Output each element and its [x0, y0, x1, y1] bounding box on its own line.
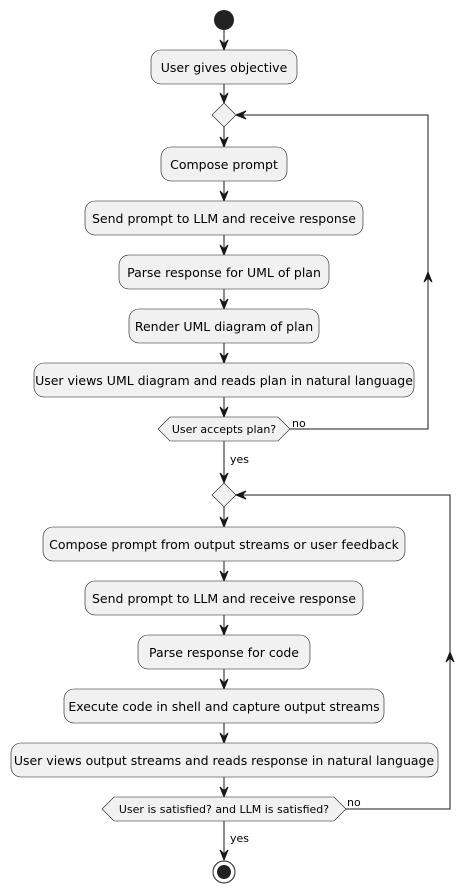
- decision-label: User accepts plan?: [172, 423, 276, 436]
- action-label: Render UML diagram of plan: [135, 319, 313, 334]
- action-compose-from-streams: Compose prompt from output streams or us…: [42, 526, 406, 562]
- action-label: User views UML diagram and reads plan in…: [35, 373, 413, 388]
- decision-is-satisfied: User is satisfied? and LLM is satisfied?: [101, 796, 347, 822]
- merge-node-plan-loop: [211, 102, 237, 128]
- action-user-views-output: User views output streams and reads resp…: [10, 742, 439, 778]
- action-label: Parse response for UML of plan: [127, 265, 321, 280]
- action-user-gives-objective: User gives objective: [150, 49, 298, 85]
- start-node: [214, 10, 234, 30]
- decision-accepts-plan: User accepts plan?: [157, 416, 291, 442]
- action-parse-code: Parse response for code: [137, 634, 311, 670]
- action-parse-uml: Parse response for UML of plan: [118, 254, 330, 290]
- decision-label: User is satisfied? and LLM is satisfied?: [119, 803, 329, 816]
- action-compose-prompt: Compose prompt: [160, 146, 288, 182]
- action-render-uml: Render UML diagram of plan: [128, 308, 320, 344]
- action-label: Compose prompt: [170, 157, 278, 172]
- edge-label-yes-plan: yes: [230, 453, 249, 466]
- edge-label-yes-code: yes: [230, 832, 249, 845]
- end-node: [212, 860, 236, 884]
- action-execute-code: Execute code in shell and capture output…: [63, 688, 385, 724]
- action-label: Parse response for code: [149, 645, 299, 660]
- action-label: Send prompt to LLM and receive response: [92, 591, 356, 606]
- action-label: User gives objective: [161, 60, 288, 75]
- action-send-prompt-plan: Send prompt to LLM and receive response: [84, 200, 364, 236]
- edge-label-no-plan: no: [292, 417, 306, 430]
- arrowheads: [219, 39, 455, 862]
- action-user-views-uml: User views UML diagram and reads plan in…: [33, 362, 415, 398]
- action-send-prompt-code: Send prompt to LLM and receive response: [84, 580, 364, 616]
- edge-label-no-code: no: [347, 796, 361, 809]
- action-label: Compose prompt from output streams or us…: [49, 537, 399, 552]
- action-label: Send prompt to LLM and receive response: [92, 211, 356, 226]
- merge-node-code-loop: [211, 482, 237, 508]
- action-label: Execute code in shell and capture output…: [68, 699, 379, 714]
- action-label: User views output streams and reads resp…: [14, 753, 435, 768]
